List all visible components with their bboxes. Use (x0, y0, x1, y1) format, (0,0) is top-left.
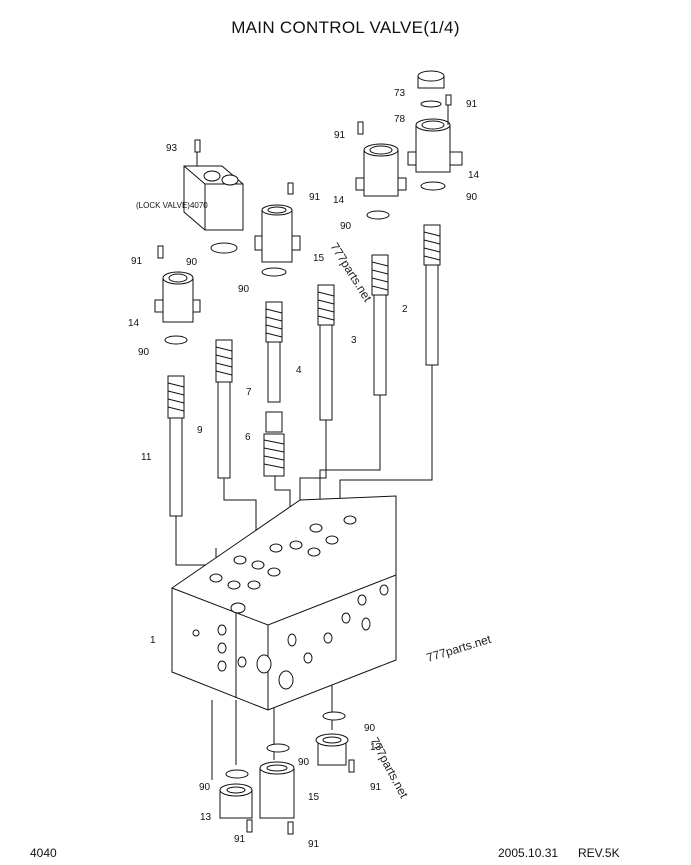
callout-2: 2 (402, 304, 408, 315)
page-title: MAIN CONTROL VALVE(1/4) (231, 18, 460, 37)
callout-14: 14 (468, 170, 480, 181)
callout-91: 91 (334, 130, 346, 141)
cover-14-top-right (407, 70, 463, 191)
cover-15-top (254, 182, 301, 277)
watermark-text: 777parts.net (425, 632, 494, 665)
callout-90: 90 (466, 192, 478, 203)
lock-valve-note: (LOCK VALVE)4070 (136, 201, 208, 210)
body-ports (192, 515, 389, 690)
callout-4: 4 (296, 365, 302, 376)
callout-15: 15 (308, 792, 320, 803)
callout-90: 90 (138, 347, 150, 358)
callout-90: 90 (199, 782, 211, 793)
callout-91: 91 (308, 839, 320, 850)
callout-73: 73 (394, 88, 406, 99)
callout-14: 14 (333, 195, 345, 206)
callout-14: 14 (128, 318, 140, 329)
callout-90: 90 (186, 257, 198, 268)
cover-14-left (154, 242, 238, 345)
callout-11: 11 (141, 452, 152, 463)
callout-9: 9 (197, 425, 203, 436)
callout-13: 13 (200, 812, 212, 823)
callout-91: 91 (370, 782, 382, 793)
bottom-covers (219, 711, 355, 835)
callout-3: 3 (351, 335, 357, 346)
callout-93: 93 (166, 143, 178, 154)
spools (167, 224, 441, 517)
callout-91: 91 (309, 192, 321, 203)
callout-13: 13 (370, 742, 382, 753)
cover-14-middle (355, 121, 407, 220)
main-valve-body (171, 495, 397, 711)
page-number: 4040 (30, 846, 57, 860)
revision-date: 2005.10.31 (498, 846, 559, 860)
callout-labels: 73 91 78 14 90 93 91 14 91 90 (LOCK VALV… (128, 88, 480, 850)
callout-15: 15 (313, 253, 325, 264)
callout-7: 7 (246, 387, 252, 398)
callout-91: 91 (234, 834, 246, 845)
callout-90: 90 (364, 723, 376, 734)
callout-6: 6 (245, 432, 251, 443)
callout-1: 1 (150, 635, 156, 646)
watermark-text: 777parts.net (327, 240, 375, 305)
callout-91: 91 (466, 99, 478, 110)
callout-90: 90 (298, 757, 310, 768)
revision-code: REV.5K (578, 846, 620, 860)
lock-valve-block (183, 139, 244, 231)
callout-78: 78 (394, 114, 406, 125)
callout-91: 91 (131, 256, 143, 267)
leader-lines (175, 365, 433, 780)
callout-90: 90 (238, 284, 250, 295)
callout-90: 90 (340, 221, 352, 232)
